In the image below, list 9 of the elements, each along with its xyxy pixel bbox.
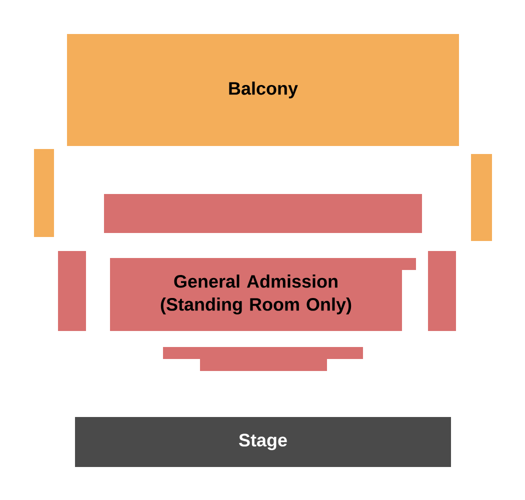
side-balcony-section (34, 149, 54, 237)
stage: Stage (75, 416, 451, 467)
side-balcony-section (471, 154, 492, 241)
balcony-section: Balcony (67, 34, 459, 146)
front-section (163, 346, 363, 371)
side-seating-section (428, 251, 456, 331)
seating-section (104, 194, 422, 233)
side-seating-section (58, 251, 86, 331)
floor-section: General Admission (Standing Room Only) (110, 258, 416, 331)
